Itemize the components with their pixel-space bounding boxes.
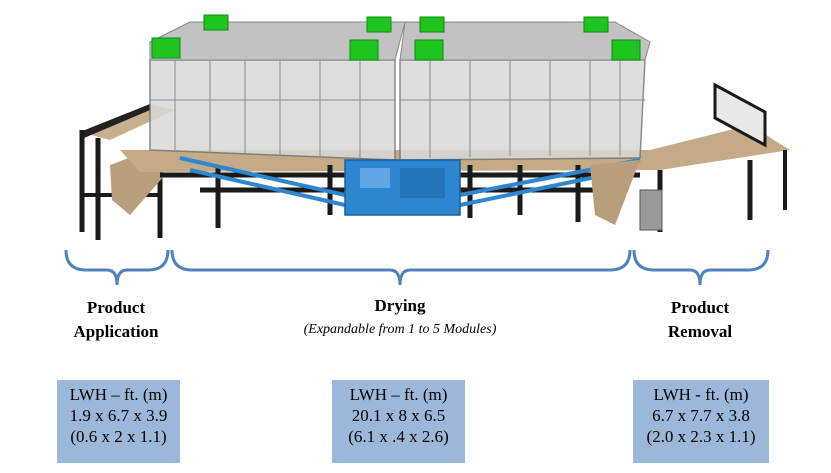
brace-application (64, 249, 170, 286)
spec-header: LWH - ft. (m) (653, 385, 749, 404)
spec-metric: (6.1 x .4 x 2.6) (348, 427, 449, 446)
spec-header: LWH – ft. (m) (69, 385, 168, 404)
drying-machine-illustration (79, 14, 790, 240)
drying-subtitle: (Expandable from 1 to 5 Modules) (303, 322, 497, 337)
brace-removal (632, 249, 770, 286)
spec-imperial: 6.7 x 7.7 x 3.8 (652, 406, 750, 425)
title-line: Product (670, 298, 730, 317)
title-drying: Drying (330, 294, 470, 318)
dryer-module-1 (149, 21, 406, 161)
drying-belt (120, 125, 790, 172)
title-product-application: Product Application (56, 296, 176, 344)
removal-conveyor (590, 82, 787, 232)
section-braces (64, 249, 770, 286)
spec-imperial: 20.1 x 8 x 6.5 (351, 406, 446, 425)
spec-metric: (0.6 x 2 x 1.1) (70, 427, 167, 446)
title-line: Application (73, 322, 159, 341)
title-line: Drying (374, 296, 426, 315)
title-line: Removal (667, 322, 733, 341)
title-product-removal: Product Removal (640, 296, 760, 344)
spec-metric: (2.0 x 2.3 x 1.1) (646, 427, 756, 446)
spec-box-removal: LWH - ft. (m) 6.7 x 7.7 x 3.8 (2.0 x 2.3… (633, 380, 769, 463)
spec-box-application: LWH – ft. (m) 1.9 x 6.7 x 3.9 (0.6 x 2 x… (57, 380, 180, 463)
title-line: Product (86, 298, 146, 317)
brace-drying (170, 249, 632, 286)
spec-imperial: 1.9 x 6.7 x 3.9 (69, 406, 168, 425)
green-lamp-units (151, 14, 641, 61)
spec-box-drying: LWH – ft. (m) 20.1 x 8 x 6.5 (6.1 x .4 x… (332, 380, 465, 463)
blower-unit (179, 156, 641, 216)
spec-header: LWH – ft. (m) (349, 385, 448, 404)
